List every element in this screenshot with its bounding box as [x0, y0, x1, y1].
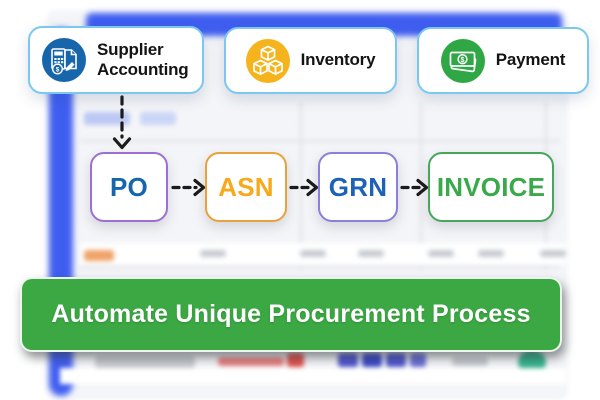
flow-step-label: ASN	[218, 171, 274, 202]
card-inventory[interactable]: Inventory	[224, 27, 397, 94]
card-label: Inventory	[300, 50, 376, 70]
payment-icon: $	[440, 38, 485, 83]
bg-blob	[200, 250, 226, 257]
card-label: Payment	[495, 50, 566, 70]
bg-blob	[478, 250, 504, 257]
flow-step-asn: ASN	[205, 152, 287, 222]
bg-blob	[428, 250, 454, 257]
bg-blob	[362, 353, 382, 367]
bg-blob	[287, 353, 304, 367]
card-label: Supplier Accounting	[97, 39, 189, 79]
flow-step-label: PO	[110, 171, 148, 202]
bg-divider	[80, 140, 560, 142]
banner-label: Automate Unique Procurement Process	[51, 300, 531, 328]
flow-step-label: GRN	[328, 171, 388, 202]
bg-blob	[386, 353, 406, 367]
automation-banner[interactable]: Automate Unique Procurement Process	[20, 277, 562, 352]
bg-blob	[338, 353, 358, 367]
bg-blob	[358, 250, 384, 257]
flow-step-label: INVOICE	[436, 171, 546, 202]
bg-row	[60, 368, 566, 384]
bg-blob	[540, 250, 566, 257]
supplier-accounting-icon: $	[42, 38, 86, 82]
bg-blob	[95, 356, 195, 368]
bg-blob	[84, 250, 114, 261]
bg-blob	[140, 112, 176, 125]
bg-blob	[452, 357, 488, 366]
svg-text:$: $	[56, 66, 60, 73]
flow-step-grn: GRN	[318, 152, 398, 222]
bg-blob	[300, 250, 326, 257]
bg-blob	[218, 357, 284, 366]
bg-divider	[80, 266, 560, 268]
card-supplier-accounting[interactable]: $ Supplier Accounting	[28, 26, 204, 94]
svg-text:$: $	[460, 56, 464, 63]
inventory-icon	[245, 38, 290, 83]
flow-step-invoice: INVOICE	[428, 152, 554, 222]
bg-blob	[84, 112, 130, 125]
bg-blob	[410, 353, 426, 367]
card-payment[interactable]: $ Payment	[417, 27, 589, 94]
flow-step-po: PO	[90, 152, 168, 222]
